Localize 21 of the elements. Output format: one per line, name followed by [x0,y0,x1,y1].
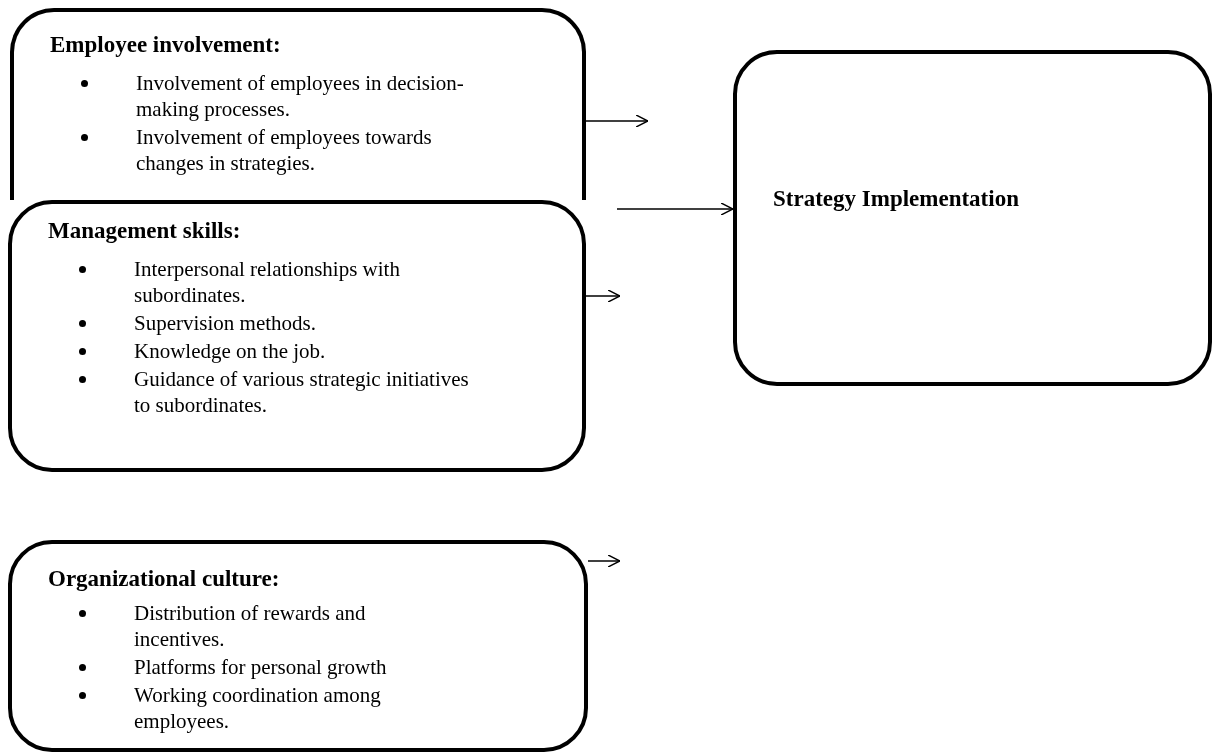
rounded-box [8,200,586,472]
bullet-text: Distribution of rewards and incentives. [134,601,366,651]
rounded-box [10,8,586,200]
rounded-box [733,50,1212,386]
arrow [585,289,621,303]
arrow [616,202,734,216]
box-heading: Organizational culture: [48,566,280,592]
box-heading: Strategy Implementation [773,186,1019,212]
bullet-text: Guidance of various strategic initiatives to subordinates. [134,367,469,417]
box-heading: Employee involvement: [50,32,281,58]
bullet-text: Involvement of employees in decision-making processes. [136,71,464,121]
bullet-text: Working coordination among employees. [134,683,381,733]
rounded-box [8,540,588,752]
bullet-text: Knowledge on the job. [134,339,326,363]
arrow [587,554,621,568]
bullet-text: Platforms for personal growth [134,655,387,679]
box-heading: Management skills: [48,218,241,244]
bullet-text: Supervision methods. [134,311,316,335]
bullet-text: Interpersonal relationships with subordinates. [134,257,400,307]
arrow [585,114,649,128]
bullet-text: Involvement of employees towards changes in strategies. [136,125,432,175]
